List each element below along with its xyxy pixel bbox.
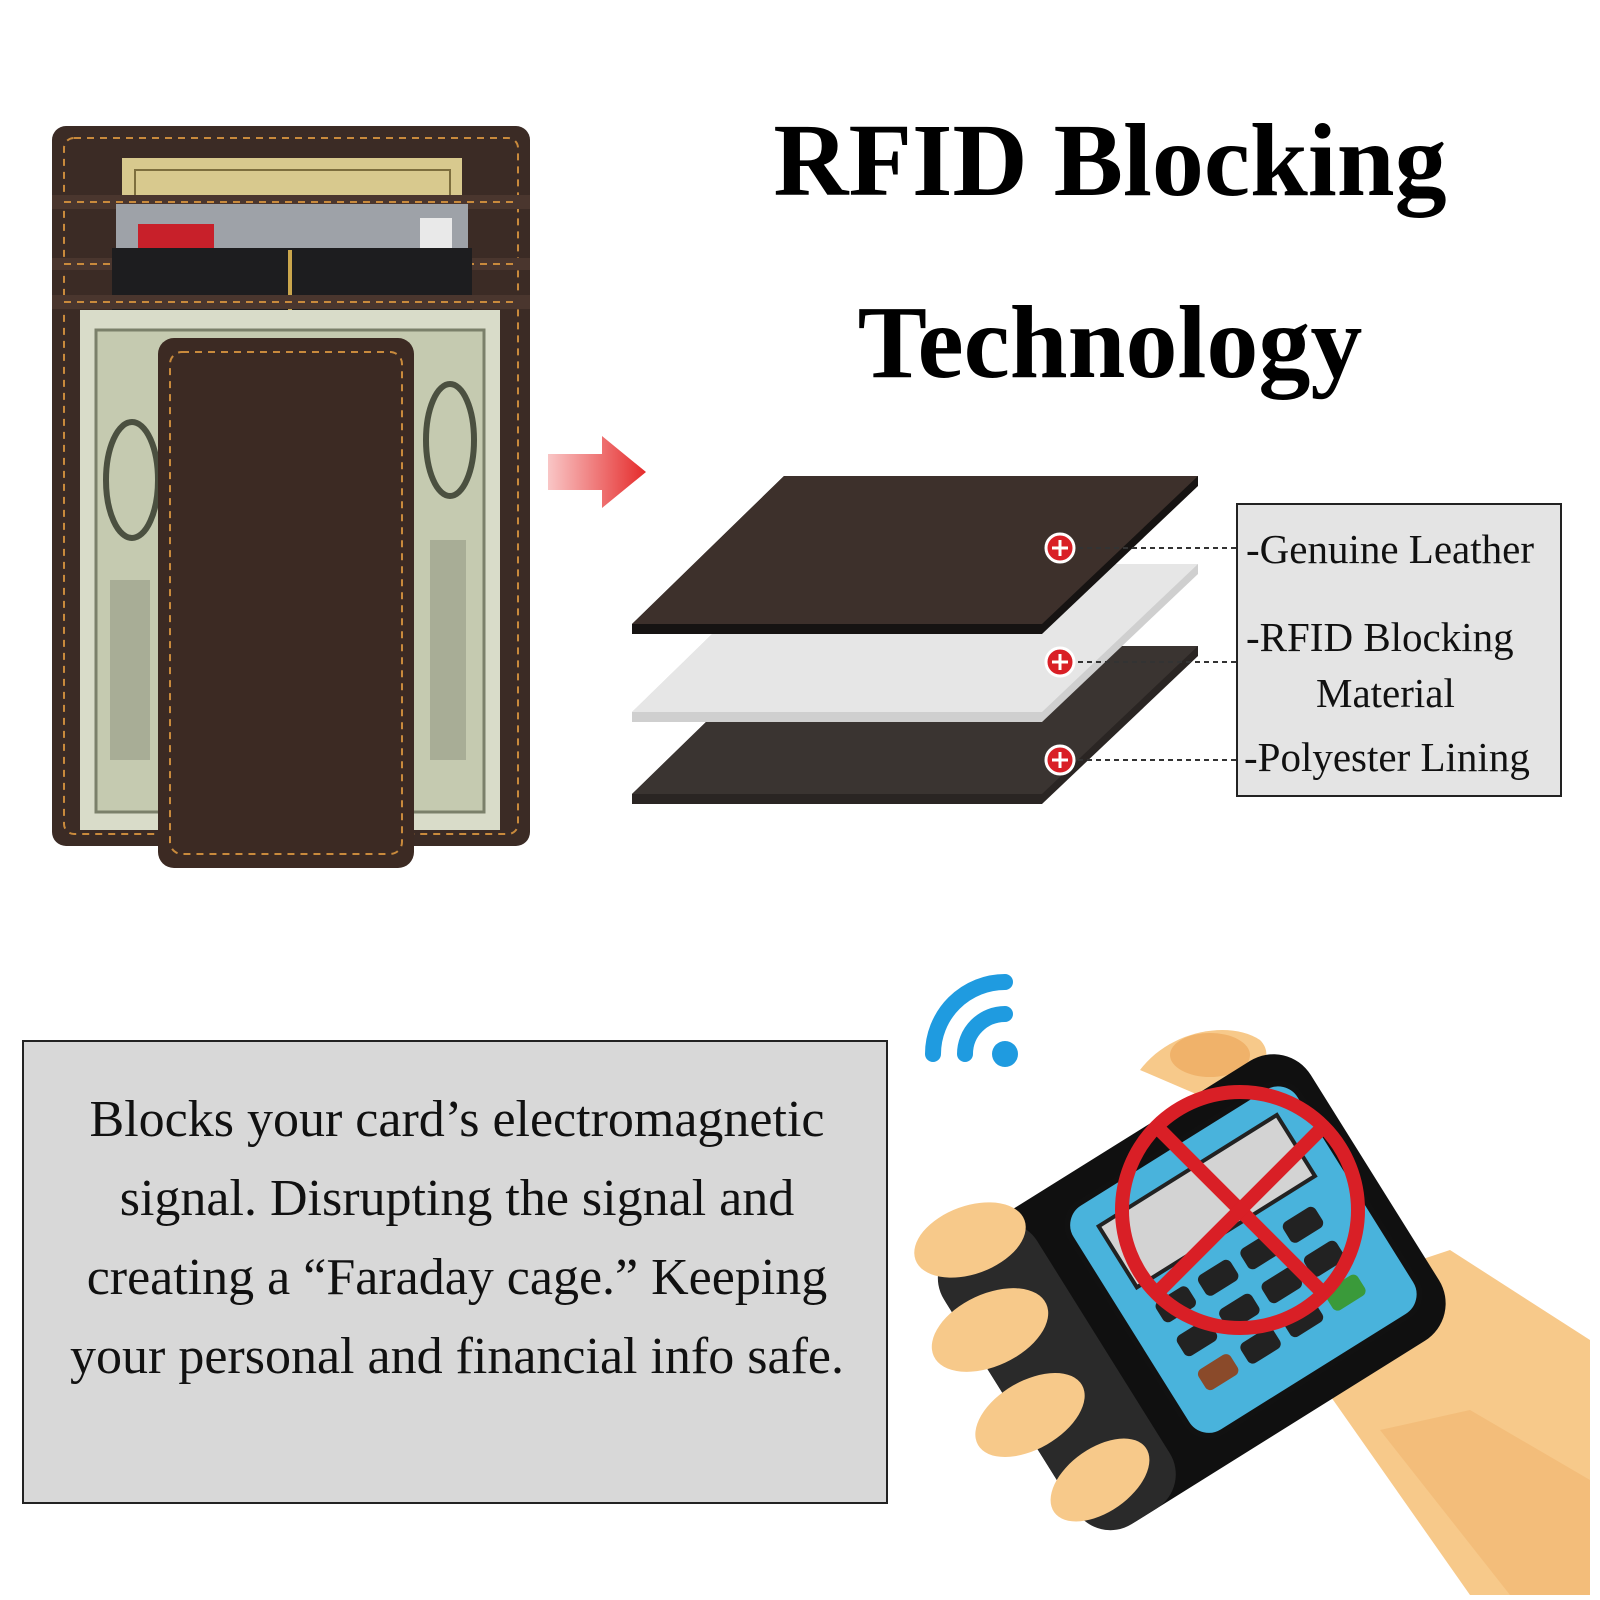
label-rfid-blocking: -RFID Blocking bbox=[1246, 614, 1514, 660]
layer-labels-box: -Genuine Leather -RFID Blocking Material… bbox=[1236, 503, 1562, 797]
wallet-illustration bbox=[52, 126, 530, 868]
description-text: Blocks your card’s electromagnetic signa… bbox=[70, 1091, 844, 1385]
title-line-1: RFID Blocking bbox=[773, 103, 1447, 218]
page-title: RFID Blocking Technology bbox=[640, 70, 1580, 434]
title-line-2: Technology bbox=[857, 285, 1363, 400]
no-sign-icon bbox=[1115, 1085, 1365, 1335]
label-material: Material bbox=[1316, 670, 1455, 716]
description-box: Blocks your card’s electromagnetic signa… bbox=[22, 1040, 888, 1504]
layer-stack-illustration bbox=[632, 476, 1238, 804]
plus-marker-icon bbox=[1044, 532, 1076, 564]
red-arrow-icon bbox=[548, 436, 646, 508]
plus-marker-icon bbox=[1044, 744, 1076, 776]
plus-marker-icon bbox=[1044, 646, 1076, 678]
label-genuine-leather: -Genuine Leather bbox=[1246, 526, 1534, 572]
label-polyester-lining: -Polyester Lining bbox=[1244, 734, 1530, 780]
wifi-icon bbox=[925, 974, 1018, 1067]
money-clip bbox=[158, 338, 414, 868]
hand-terminal-illustration bbox=[914, 1030, 1590, 1595]
